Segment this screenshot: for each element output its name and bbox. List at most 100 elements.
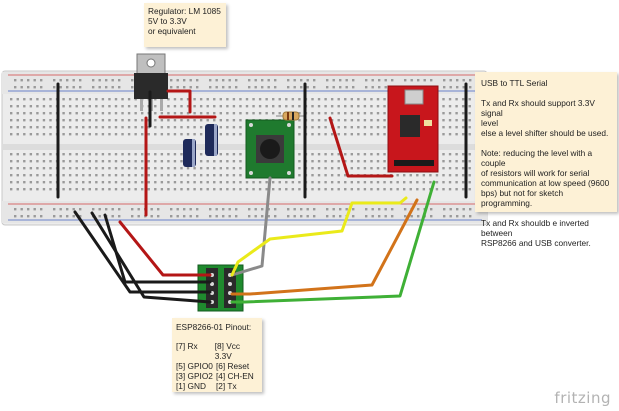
breadboard-hole [196,215,199,218]
breadboard-hole [274,86,277,89]
breadboard-hole [339,215,342,218]
breadboard-hole [160,167,164,170]
breadboard-hole [209,215,212,218]
breadboard-hole [199,160,203,163]
breadboard-hole [23,105,26,108]
breadboard-hole [88,133,91,136]
breadboard-hole [469,86,472,89]
breadboard-hole [213,112,216,115]
breadboard-hole [232,160,236,163]
breadboard-hole [49,188,52,191]
breadboard-hole [239,126,242,129]
breadboard-hole [75,112,78,115]
breadboard-hole [49,98,52,101]
breadboard-hole [154,105,157,108]
top-power-rail [2,72,487,94]
breadboard-hole [461,188,465,191]
breadboard-hole [29,112,33,115]
breadboard-hole [339,79,342,82]
breadboard-hole [350,112,353,115]
breadboard-hole [448,167,452,170]
breadboard-hole [239,112,242,115]
breadboard-hole [239,167,242,170]
breadboard-hole [114,133,118,136]
breadboard-hole [363,181,367,184]
breadboard-hole [62,188,65,191]
breadboard-hole [261,208,264,211]
breadboard-hole [33,215,36,218]
breadboard-hole [173,174,177,177]
breadboard-hole [403,174,406,177]
breadboard-hole [20,79,23,82]
breadboard-hole [62,133,65,136]
breadboard-hole [226,153,229,156]
breadboard-hole [448,126,452,129]
breadboard-hole [311,126,314,129]
breadboard-hole [23,153,26,156]
bottom-power-rail [2,201,487,223]
breadboard-hole [88,119,91,122]
breadboard-hole [376,167,380,170]
breadboard-hole [435,188,439,191]
breadboard-hole [448,181,452,184]
breadboard-hole [222,86,225,89]
breadboard-hole [324,98,327,101]
breadboard-hole [298,126,301,129]
breadboard-hole [345,79,348,82]
breadboard-hole [23,174,26,177]
breadboard-hole [180,112,183,115]
breadboard-hole [14,215,17,218]
breadboard-hole [108,167,111,170]
breadboard-hole [215,86,218,89]
breadboard-hole [226,174,229,177]
breadboard-hole [403,181,406,184]
breadboard-hole [183,86,186,89]
breadboard-hole [455,105,458,108]
breadboard-hole [239,181,242,184]
breadboard-hole [442,119,445,122]
breadboard-hole [298,188,301,191]
breadboard-hole [111,79,114,82]
breadboard-hole [88,167,91,170]
breadboard-hole [435,174,439,177]
breadboard-hole [199,167,203,170]
breadboard-hole [199,98,203,101]
breadboard-hole [350,167,353,170]
breadboard-hole [298,160,301,163]
breadboard-hole [248,215,251,218]
regulator-note: Regulator: LM 1085 5V to 3.3V or equival… [144,3,226,47]
breadboard-hole [114,119,118,122]
breadboard-hole [95,98,98,101]
breadboard-hole [180,119,183,122]
breadboard-hole [272,105,275,108]
breadboard-hole [317,105,321,108]
breadboard-hole [248,86,251,89]
breadboard-hole [409,181,412,184]
breadboard-hole [324,105,327,108]
breadboard-hole [449,86,452,89]
breadboard-hole [108,153,111,156]
breadboard-hole [108,188,111,191]
breadboard-hole [396,174,399,177]
breadboard-hole [376,153,380,156]
breadboard-hole [272,188,275,191]
breadboard-hole [66,86,69,89]
breadboard-hole [29,174,33,177]
breadboard-hole [298,98,301,101]
breadboard-hole [232,112,236,115]
breadboard-hole [29,188,33,191]
breadboard-hole [468,174,471,177]
breadboard-hole [134,153,137,156]
breadboard-hole [278,112,281,115]
breadboard-hole [167,126,170,129]
breadboard-hole [430,208,433,211]
breadboard-hole [127,98,131,101]
breadboard-hole [118,86,121,89]
breadboard-hole [29,98,33,101]
breadboard-hole [176,215,179,218]
breadboard-hole [226,98,229,101]
breadboard-hole [36,181,39,184]
breadboard-hole [326,79,329,82]
breadboard-hole [442,153,445,156]
breadboard-hole [228,86,231,89]
